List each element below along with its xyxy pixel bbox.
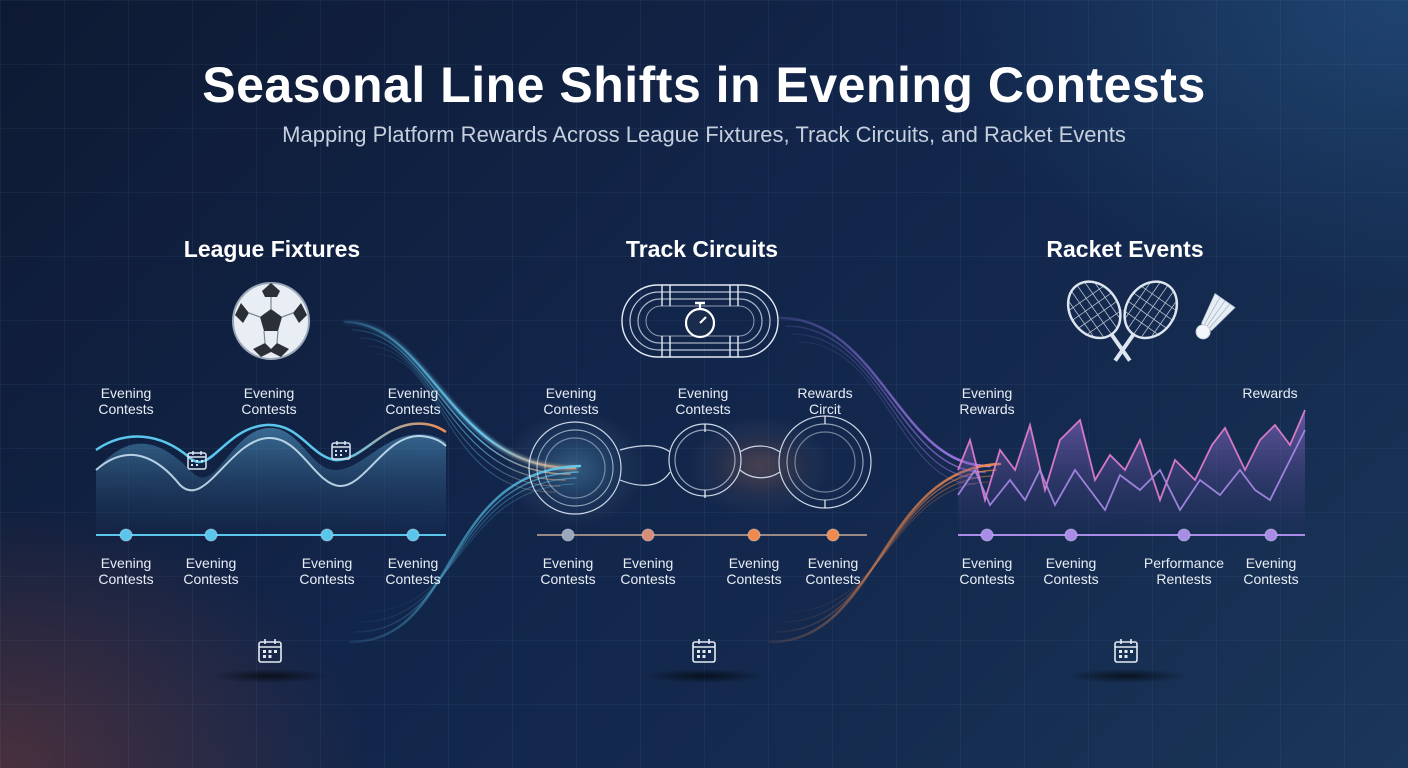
racket-line-purple bbox=[957, 429, 1306, 512]
racket-shuttlecock-icon bbox=[1066, 280, 1236, 362]
track-axis-dot bbox=[641, 528, 655, 542]
racket-area-fill bbox=[958, 410, 1305, 535]
flow-stream-track-lower bbox=[768, 462, 1002, 644]
section-title-league: League Fixtures bbox=[183, 236, 361, 262]
league-chart bbox=[95, 422, 447, 536]
racket-chart bbox=[957, 409, 1306, 536]
shadow bbox=[644, 669, 764, 683]
page-subtitle: Mapping Platform Rewards Across League F… bbox=[282, 122, 1126, 147]
calendar-icon bbox=[258, 639, 282, 663]
racket-line-pink bbox=[957, 409, 1306, 504]
page-title: Seasonal Line Shifts in Evening Contests bbox=[202, 57, 1206, 113]
shadow bbox=[210, 669, 330, 683]
league-dots bbox=[119, 528, 420, 542]
track-axis-dot bbox=[826, 528, 840, 542]
stopwatch-track-icon bbox=[621, 284, 779, 358]
league-axis-dot bbox=[406, 528, 420, 542]
soccer-ball-icon bbox=[232, 282, 310, 360]
calendar-icon bbox=[692, 639, 716, 663]
racket-axis-dot bbox=[1177, 528, 1191, 542]
shadow bbox=[1066, 669, 1186, 683]
track-axis-dot bbox=[561, 528, 575, 542]
section-title-track: Track Circuits bbox=[625, 236, 779, 262]
section-title-racket: Racket Events bbox=[1046, 236, 1204, 262]
racket-axis-dot bbox=[980, 528, 994, 542]
league-line-lower bbox=[95, 434, 447, 492]
calendar-icon bbox=[331, 441, 351, 460]
calendar-icon bbox=[1114, 639, 1138, 663]
track-dots bbox=[561, 528, 840, 542]
racket-axis-dot bbox=[1264, 528, 1278, 542]
league-line-upper bbox=[95, 422, 447, 464]
league-axis-dot bbox=[320, 528, 334, 542]
racket-dots bbox=[980, 528, 1278, 542]
league-axis-dot bbox=[119, 528, 133, 542]
league-area-fill bbox=[96, 427, 446, 535]
racket-top-label: Rewards bbox=[1242, 385, 1298, 401]
track-rings bbox=[514, 415, 872, 517]
league-axis-dot bbox=[204, 528, 218, 542]
track-axis-dot bbox=[747, 528, 761, 542]
racket-axis-dot bbox=[1064, 528, 1078, 542]
calendar-icon bbox=[187, 451, 207, 470]
